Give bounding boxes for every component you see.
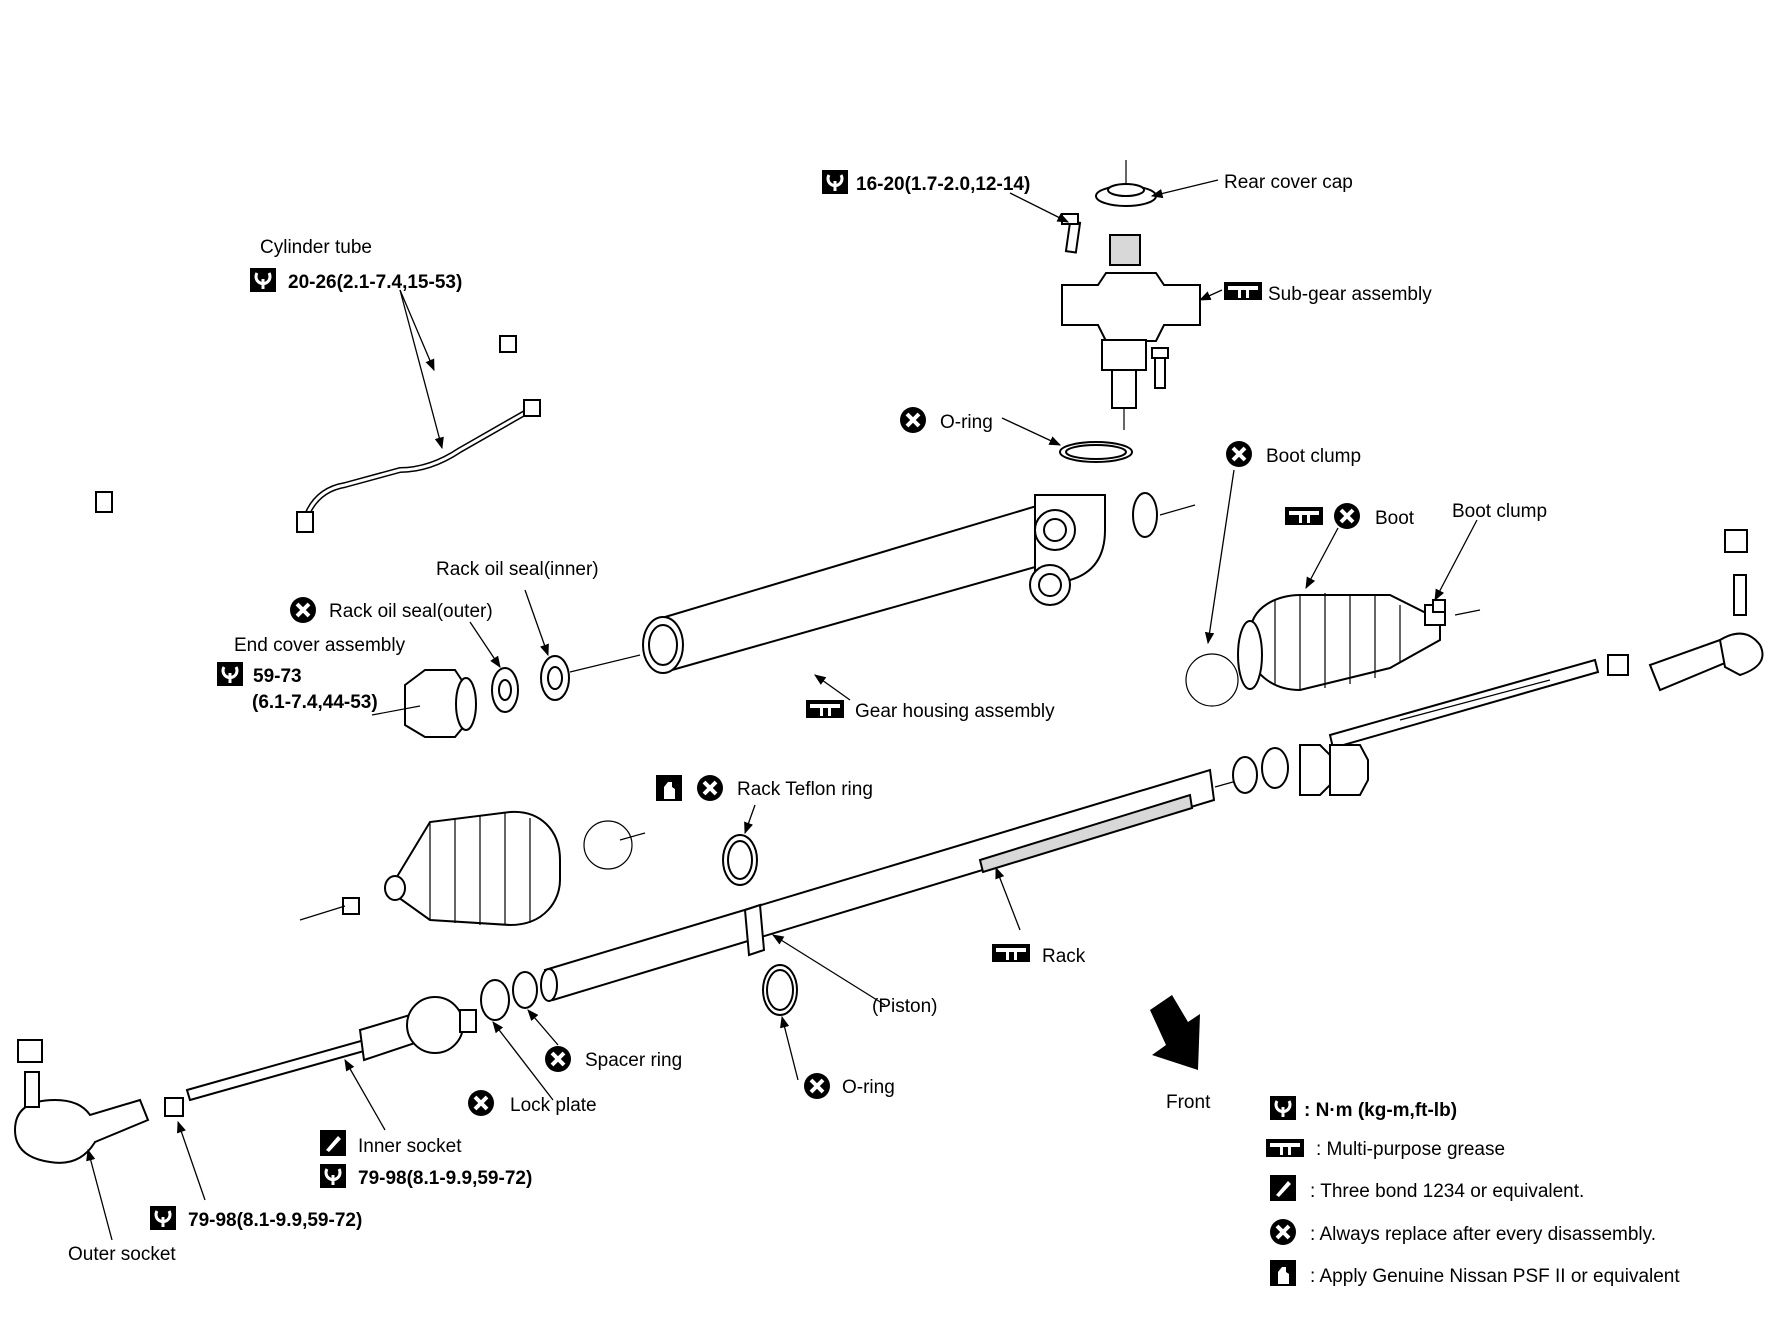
torque-wrench-icon [318, 1162, 348, 1190]
replace-x-icon [802, 1071, 832, 1101]
rack-oil-seal-inner-label: Rack oil seal(inner) [436, 559, 599, 580]
rack-teflon-ring-label: Rack Teflon ring [737, 779, 873, 800]
o-ring-top-label: O-ring [940, 412, 993, 433]
o-ring-top-part [1059, 441, 1133, 463]
front-arrow-icon [1150, 995, 1200, 1070]
rack-oil-seal-outer-part [491, 667, 519, 713]
boot-label: Boot [1375, 508, 1415, 529]
boot-clump-label-1: Boot clump [1266, 446, 1361, 467]
gear-housing-assembly-label: Gear housing assembly [855, 701, 1055, 722]
rack-oil-seal-outer-label: Rack oil seal(outer) [329, 601, 493, 622]
torque-wrench-icon [1268, 1094, 1298, 1122]
piston-label: (Piston) [872, 996, 937, 1017]
replace-x-icon [1224, 439, 1254, 469]
bolts [1061, 213, 1169, 389]
grease-icon [806, 700, 844, 718]
replace-x-icon [898, 405, 928, 435]
sub-gear-assembly-part [1061, 234, 1201, 430]
lock-plate-part [480, 979, 510, 1021]
end-cover-torque-label-1: 59-73 [253, 666, 302, 687]
legend-three-bond: : Three bond 1234 or equivalent. [1310, 1181, 1584, 1202]
sealant-icon [1270, 1175, 1296, 1201]
rack-label: Rack [1042, 946, 1086, 967]
rear-cover-cap-label: Rear cover cap [1224, 172, 1353, 193]
outer-socket-label: Outer socket [68, 1244, 176, 1265]
left-outer-socket-part [13, 1039, 184, 1164]
grease-icon [1266, 1139, 1304, 1157]
inner-socket-label: Inner socket [358, 1136, 462, 1157]
torque-wrench-icon [248, 266, 278, 294]
spacer-ring-part [512, 971, 538, 1009]
spacer-ring-label: Spacer ring [585, 1050, 682, 1071]
sub-gear-torque-label: 16-20(1.7-2.0,12-14) [856, 174, 1030, 195]
gear-housing-part [642, 492, 1196, 674]
o-ring-bottom-label: O-ring [842, 1077, 895, 1098]
front-label: Front [1166, 1092, 1211, 1113]
grease-icon [992, 944, 1030, 962]
replace-x-icon [1268, 1217, 1298, 1247]
sub-gear-assembly-label: Sub-gear assembly [1268, 284, 1432, 305]
end-cover-torque-label-2: (6.1-7.4,44-53) [252, 692, 378, 713]
replace-x-icon [288, 595, 318, 625]
grease-icon [1285, 507, 1323, 525]
replace-x-icon [695, 773, 725, 803]
labels: 16-20(1.7-2.0,12-14) Rear cover cap Sub-… [68, 168, 1547, 1265]
replace-x-icon [1332, 501, 1362, 531]
replace-x-icon [466, 1088, 496, 1118]
rack-right-rings-part [1232, 744, 1369, 796]
legend-psf: : Apply Genuine Nissan PSF II or equival… [1310, 1266, 1680, 1287]
rack-oil-seal-inner-part [540, 654, 641, 701]
legend-replace: : Always replace after every disassembly… [1310, 1224, 1656, 1245]
rack-part [540, 768, 1241, 1002]
left-boot-part [299, 810, 646, 927]
end-cover-assembly-label: End cover assembly [234, 635, 406, 656]
fluid-bottle-icon [656, 775, 682, 801]
legend: : N·m (kg-m,ft-lb) : Multi-purpose greas… [1266, 1094, 1680, 1287]
fluid-bottle-icon [1270, 1260, 1296, 1286]
cylinder-tubes-part [95, 335, 541, 533]
leader-lines [86, 179, 1478, 1241]
lock-plate-label: Lock plate [510, 1095, 597, 1116]
torque-wrench-icon [820, 168, 850, 196]
replace-x-icon [543, 1044, 573, 1074]
left-inner-socket-part [185, 996, 477, 1102]
o-ring-bottom-part [762, 964, 798, 1016]
inner-socket-torque-label: 79-98(8.1-9.9,59-72) [358, 1168, 532, 1189]
cylinder-tube-torque-label: 20-26(2.1-7.4,15-53) [288, 272, 462, 293]
sealant-icon [320, 1130, 346, 1156]
rear-cover-cap-part [1095, 160, 1157, 207]
end-cover-part [371, 669, 477, 738]
right-socket-part [1328, 529, 1764, 750]
outer-socket-torque-label: 79-98(8.1-9.9,59-72) [188, 1210, 362, 1231]
legend-torque: : N·m (kg-m,ft-lb) [1304, 1100, 1457, 1121]
boot-clump-label-2: Boot clump [1452, 501, 1547, 522]
cylinder-tube-label: Cylinder tube [260, 237, 372, 258]
torque-wrench-icon [148, 1204, 178, 1232]
torque-wrench-icon [215, 660, 245, 688]
grease-icon [1224, 282, 1262, 300]
right-boot-part [1185, 593, 1481, 707]
legend-grease: : Multi-purpose grease [1316, 1139, 1505, 1160]
rack-teflon-ring-part [722, 834, 758, 886]
